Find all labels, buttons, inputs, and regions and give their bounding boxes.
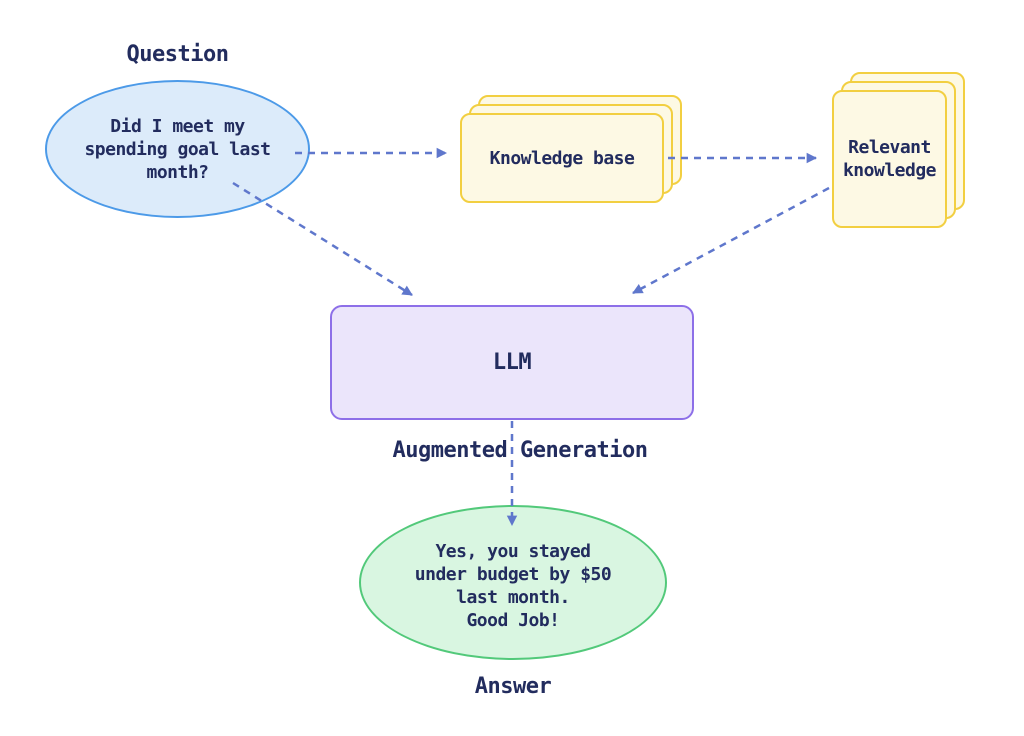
relevant-knowledge-label-line: Relevant — [848, 137, 931, 158]
knowledge-base-label: Knowledge base — [489, 147, 635, 169]
question-ellipse: Did I meet my spending goal last month? — [45, 80, 310, 218]
question-text-line: month? — [146, 161, 209, 183]
question-text-line: Did I meet my — [110, 115, 245, 137]
knowledge-base-card-front: Knowledge base — [460, 113, 664, 203]
relevant-knowledge-card-front: Relevant knowledge — [832, 90, 947, 228]
answer-text-line: under budget by $50 — [414, 563, 612, 585]
answer-text-line: last month. — [456, 586, 570, 608]
llm-label: LLM — [492, 350, 532, 375]
knowledge-base-stack: Knowledge base — [460, 95, 682, 203]
relevant-knowledge-stack: Relevant knowledge — [832, 72, 965, 228]
llm-box: LLM — [330, 305, 694, 420]
answer-ellipse: Yes, you stayed under budget by $50 last… — [359, 505, 667, 660]
answer-label: Answer — [474, 674, 552, 699]
question-text-line: spending goal last — [84, 138, 271, 160]
augmented-generation-label: Augmented Generation — [392, 438, 648, 463]
arrow-relevant-knowledge-to-llm — [632, 186, 830, 295]
question-label: Question — [126, 42, 229, 67]
answer-text-line: Good Job! — [466, 609, 560, 631]
relevant-knowledge-label-line: knowledge — [842, 160, 937, 181]
answer-text-line: Yes, you stayed — [435, 540, 591, 562]
